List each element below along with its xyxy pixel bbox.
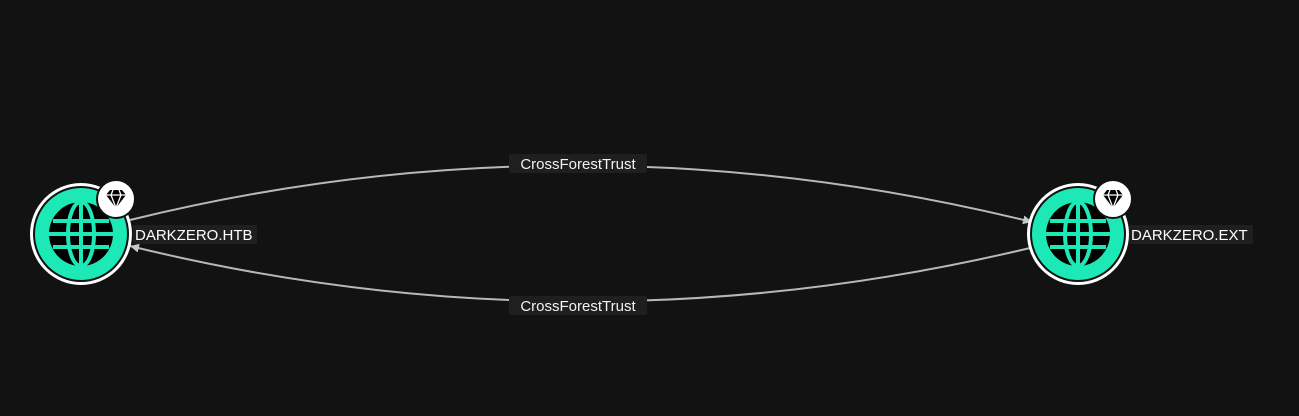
node-label-darkzero-htb: DARKZERO.HTB <box>135 227 253 244</box>
gem-icon <box>1093 179 1133 219</box>
edge-ext-to-htb[interactable]: CrossForestTrust <box>129 243 1031 315</box>
edge-line[interactable] <box>129 243 1031 303</box>
node-label-darkzero-ext: DARKZERO.EXT <box>1131 227 1248 244</box>
edge-line[interactable] <box>129 164 1033 225</box>
gem-icon <box>96 179 136 219</box>
edge-label-background <box>509 154 647 173</box>
globe-icon <box>1046 200 1110 268</box>
edge-htb-to-ext[interactable]: CrossForestTrust <box>129 154 1033 225</box>
domain-node-darkzero-htb[interactable]: DARKZERO.HTB <box>30 179 257 285</box>
edge-label-background <box>509 296 647 315</box>
domain-node-darkzero-ext[interactable]: DARKZERO.EXT <box>1027 179 1253 285</box>
edge-label-crossforesttrust-top: CrossForestTrust <box>520 156 636 173</box>
globe-icon <box>49 200 113 268</box>
node-label-background <box>133 225 257 244</box>
node-label-background <box>1129 225 1253 244</box>
edge-label-crossforesttrust-bottom: CrossForestTrust <box>520 298 636 315</box>
